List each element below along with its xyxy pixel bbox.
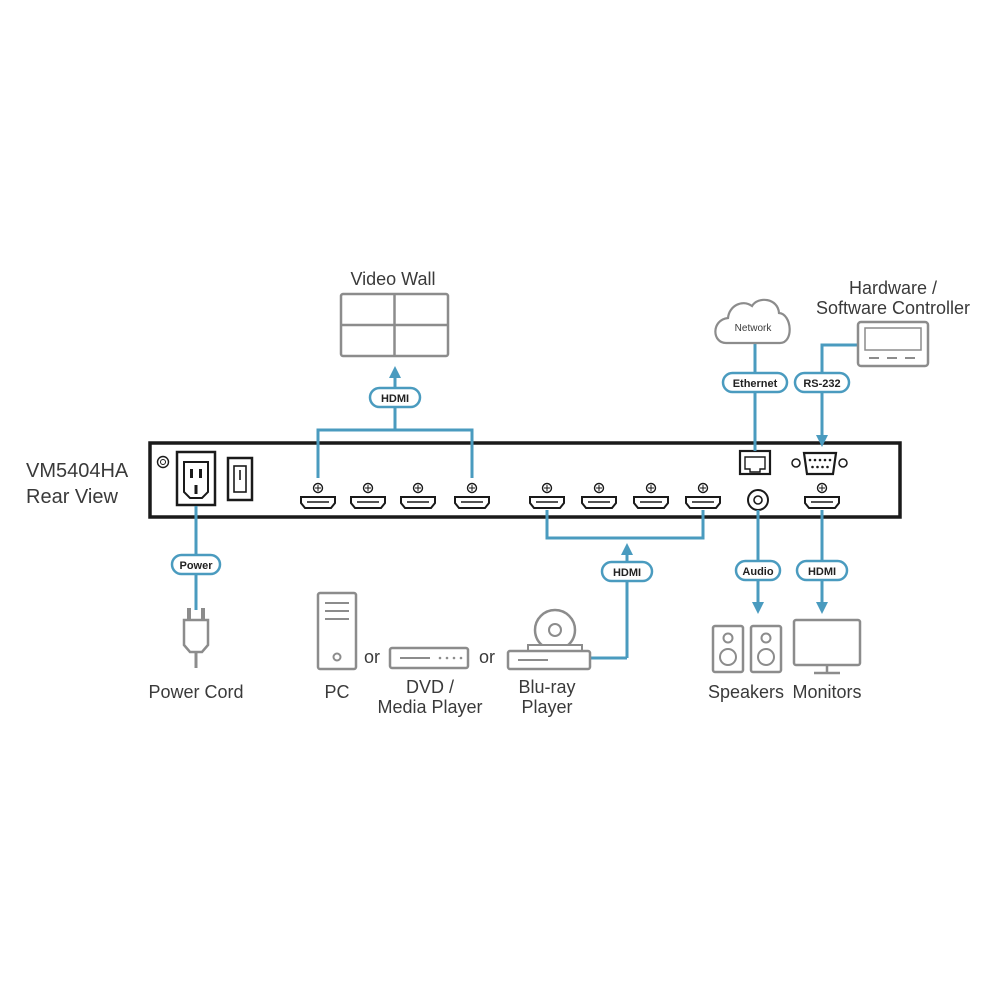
device-model-label: VM5404HA (26, 460, 129, 482)
pc-label: PC (324, 682, 349, 702)
rs232-badge: RS-232 (793, 371, 851, 394)
bluray-player-icon (506, 608, 592, 671)
dvd-label-line2: Media Player (377, 697, 482, 717)
power-plug-icon (182, 608, 210, 668)
controller-icon (856, 320, 930, 368)
svg-text:HDMI: HDMI (381, 393, 409, 405)
rj45-port-icon[interactable] (738, 449, 772, 476)
power-cord-label: Power Cord (148, 682, 243, 702)
cloud-icon (714, 298, 791, 345)
device-view-label: Rear View (26, 486, 118, 508)
power-switch-icon[interactable] (226, 456, 254, 502)
ethernet-badge: Ethernet (721, 371, 789, 394)
controller-label-line2: Software Controller (816, 298, 970, 318)
audio-badge: Audio (734, 559, 782, 582)
svg-text:Audio: Audio (742, 566, 773, 578)
power-badge: Power (170, 553, 222, 576)
dvd-label-line1: DVD / (406, 677, 454, 697)
power-socket-icon (175, 450, 217, 507)
svg-text:Ethernet: Ethernet (733, 378, 778, 390)
svg-text:HDMI: HDMI (808, 566, 836, 578)
speakers-icon (711, 624, 783, 674)
network-label: Network (735, 323, 773, 334)
video-wall-label: Video Wall (350, 269, 435, 289)
device-rear-panel (148, 441, 902, 519)
or-label-1: or (364, 647, 380, 667)
svg-text:RS-232: RS-232 (803, 378, 840, 390)
svg-text:Power: Power (179, 560, 213, 572)
bluray-label-line1: Blu-ray (518, 677, 575, 697)
monitors-label: Monitors (792, 682, 861, 702)
dvd-player-icon (388, 646, 470, 670)
ground-screw-icon (156, 455, 170, 469)
hdmi-output-badge: HDMI (368, 386, 422, 409)
svg-text:HDMI: HDMI (613, 567, 641, 579)
monitor-icon (792, 618, 862, 675)
bluray-label-line2: Player (521, 697, 572, 717)
pc-tower-icon (316, 591, 358, 671)
audio-jack-icon[interactable] (747, 489, 769, 511)
speakers-label: Speakers (708, 682, 784, 702)
video-wall-icon (339, 292, 450, 358)
or-label-2: or (479, 647, 495, 667)
controller-label-line1: Hardware / (849, 278, 937, 298)
hdmi-input-badge: HDMI (600, 560, 654, 583)
db9-port-icon[interactable] (791, 451, 848, 476)
hdmi-monitor-badge: HDMI (795, 559, 849, 582)
